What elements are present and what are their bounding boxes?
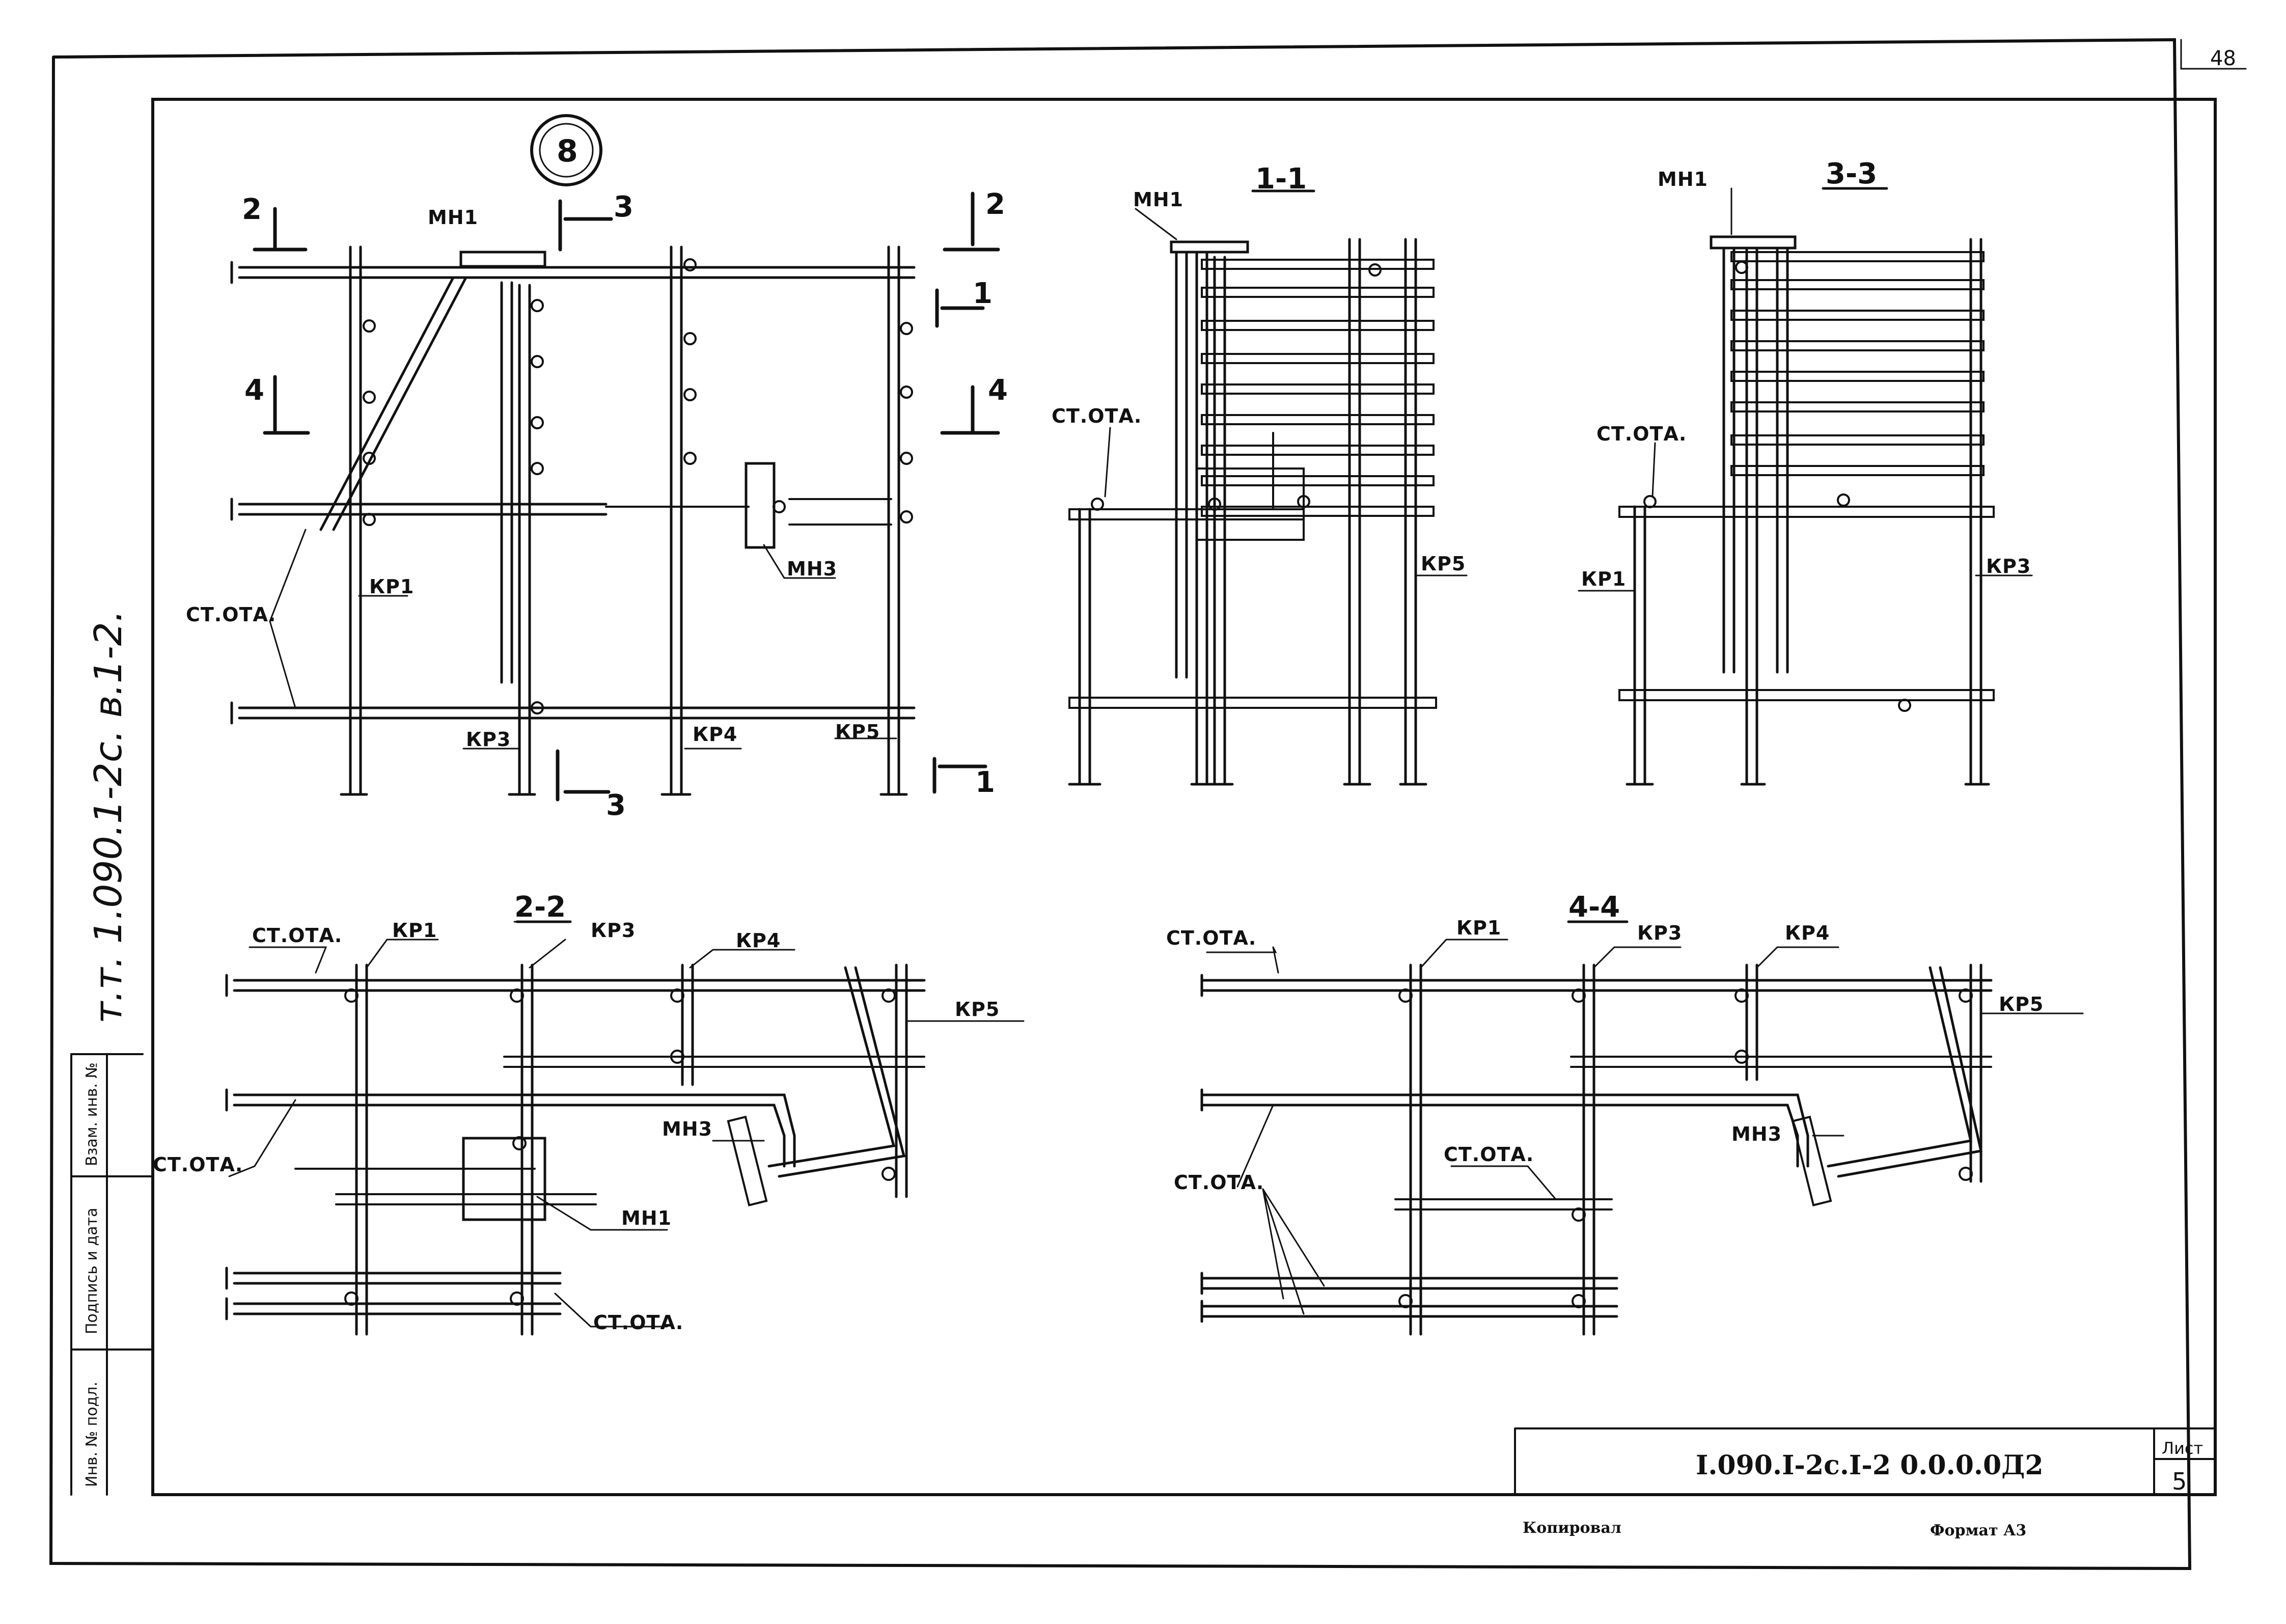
section-3-3-title: 3-3 (1826, 157, 1877, 190)
section-3-3 (1578, 187, 2033, 786)
section-2-2-label-st-ota-top: СТ.ОТА. (252, 924, 342, 947)
plan-label-kr3: КР3 (466, 728, 511, 751)
section-2-2-label-st-ota-bottom: СТ.ОТА. (593, 1311, 683, 1334)
margin-field-replace: Взам. инв. № (83, 1062, 101, 1166)
plan-mark-3-top: 3 (614, 190, 634, 224)
section-4-4-label-kr3: КР3 (1637, 922, 1682, 944)
plan-label-kr1: КР1 (369, 575, 414, 598)
plan-mark-4-left: 4 (244, 374, 264, 407)
sheet-label: Лист (2162, 1439, 2203, 1458)
node-number: 8 (557, 133, 578, 169)
plan-view (230, 191, 1000, 802)
section-3-3-label-kr3: КР3 (1986, 555, 2031, 577)
section-4-4-label-kr1: КР1 (1456, 917, 1501, 939)
section-1-1-label-kr5: КР5 (1421, 553, 1466, 575)
section-4-4-label-kr5: КР5 (1999, 993, 2044, 1015)
section-3-3-label-kr1: КР1 (1581, 568, 1626, 590)
section-1-1-label-mn1: МН1 (1133, 188, 1183, 211)
plan-label-kr5: КР5 (835, 721, 880, 743)
sheet-number: 5 (2172, 1468, 2187, 1495)
side-note: т.т. 1.090.1-2с. в.1-2. (87, 610, 130, 1024)
section-2-2 (225, 920, 1025, 1336)
plan-label-st-ota: СТ.ОТА. (186, 603, 276, 626)
section-2-2-label-kr3: КР3 (591, 919, 636, 942)
plan-mark-1-top: 1 (973, 277, 993, 310)
sheet-frame (49, 38, 2247, 1571)
section-1-1 (1068, 189, 1468, 786)
section-2-2-label-mn3: МН3 (662, 1118, 712, 1140)
margin-field-inv: Инв. № подл. (83, 1382, 101, 1487)
plan-mark-3-bottom: 3 (606, 789, 626, 822)
section-2-2-label-kr5: КР5 (955, 998, 1000, 1021)
plan-mark-1-bottom: 1 (975, 766, 995, 799)
section-4-4-label-mn3: МН3 (1731, 1123, 1782, 1145)
section-3-3-label-st-ota: СТ.ОТА. (1596, 423, 1687, 445)
node-badge (530, 114, 602, 186)
section-4-4-title: 4-4 (1568, 891, 1620, 924)
plan-mark-4-right: 4 (988, 374, 1008, 407)
page-number: 48 (2210, 47, 2236, 70)
section-4-4-label-st-ota-mid: СТ.ОТА. (1444, 1143, 1534, 1166)
format-label: Формат А3 (1930, 1522, 2026, 1539)
margin-field-sign: Подпись и дата (83, 1208, 101, 1335)
plan-label-mn1: МН1 (428, 206, 478, 229)
section-2-2-title: 2-2 (514, 891, 566, 924)
section-2-2-label-mn1: МН1 (621, 1207, 672, 1229)
section-3-3-label-mn1: МН1 (1658, 168, 1708, 190)
section-1-1-label-st-ota: СТ.ОТА. (1052, 405, 1142, 427)
plan-label-mn3: МН3 (787, 558, 837, 580)
section-4-4-label-st-ota-left: СТ.ОТА. (1174, 1171, 1264, 1194)
section-2-2-label-kr1: КР1 (392, 919, 437, 942)
section-2-2-label-st-ota-left: СТ.ОТА. (153, 1153, 243, 1176)
drawing-code: I.090.I-2c.I-2 0.0.0.0Д2 (1696, 1450, 2044, 1481)
plan-mark-2-right: 2 (985, 188, 1005, 221)
section-4-4-label-kr4: КР4 (1785, 922, 1830, 944)
section-4-4-label-st-ota-top: СТ.ОТА. (1166, 927, 1256, 949)
copied-label: Копировал (1523, 1519, 1621, 1537)
plan-label-kr4: КР4 (693, 723, 737, 746)
plan-mark-2-left: 2 (242, 193, 262, 226)
section-1-1-title: 1-1 (1255, 162, 1307, 196)
section-4-4 (1200, 920, 2084, 1336)
section-2-2-label-kr4: КР4 (736, 929, 781, 952)
